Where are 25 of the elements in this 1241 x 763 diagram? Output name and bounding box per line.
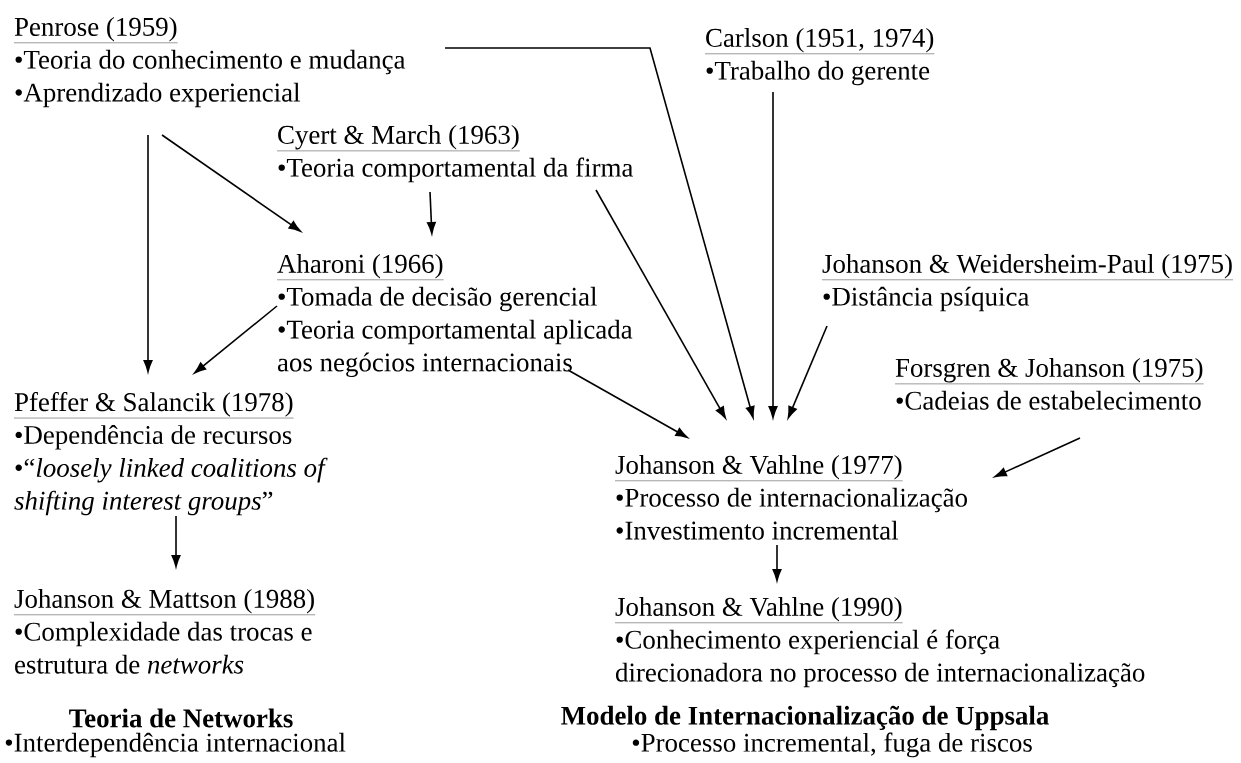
arrow [444, 47, 755, 419]
bullet-text: •Processo incremental, fuga de riscos [632, 732, 1032, 758]
arrow [143, 134, 153, 373]
citation-block: Johanson & Weidersheim-Paul (1975) •Distância psíquica [821, 254, 1234, 312]
citation-block: Pfeffer & Salancik (1978) •Dependência de recursos •“loosely linked coalitions of shifting interest groups” [13, 392, 328, 516]
arrow [768, 91, 778, 419]
arrow [595, 189, 726, 419]
citation-block: Penrose (1959) •Teoria do conhecimento e mudança •Aprendizado experiencial [13, 17, 406, 108]
arrow [772, 544, 782, 582]
citation-block: Forsgren & Johanson (1975) •Cadeias de estabelecimento [894, 358, 1204, 410]
arrow [161, 134, 301, 232]
arrow [994, 437, 1081, 478]
citation-block: Carlson (1951, 1974) •Trabalho do gerente [704, 28, 935, 86]
arrow [194, 305, 278, 374]
group-heading: Teoria de Networks [69, 708, 293, 728]
arrow [567, 369, 688, 438]
citation-block: Cyert & March (1963) •Teoria comportamental da firma [276, 125, 634, 183]
arrow [171, 515, 181, 568]
citation-block: Johanson & Mattson (1988) •Complexidade das trocas e estrutura de networks [13, 589, 316, 674]
arrow [426, 191, 436, 235]
arrow [787, 325, 828, 419]
citation-block: Johanson & Vahlne (1977) •Processo de internacionalização •Investimento incremental [614, 455, 967, 540]
citation-block: Johanson & Vahlne (1990) •Conhecimento experiencial é força direcionadora no processo de internacionalização [614, 597, 1145, 688]
citation-block: Aharoni (1966) •Tomada de decisão gerencial •Teoria comportamental aplicada aos negócios internacionais [276, 254, 633, 378]
bullet-text: •Interdependência internacional [5, 732, 346, 758]
